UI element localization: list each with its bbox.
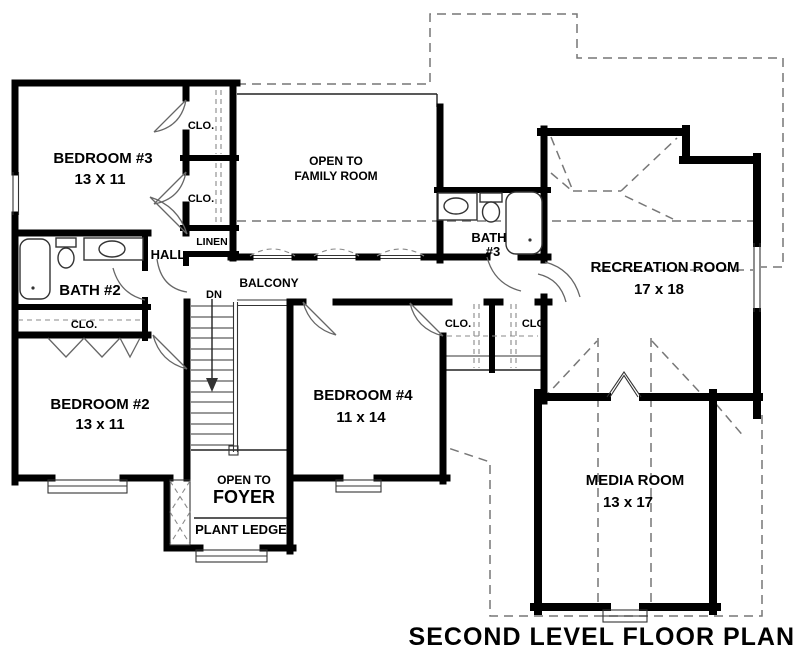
chase (169, 479, 191, 546)
down-label: DN (206, 289, 222, 301)
media-window (602, 609, 648, 623)
open-family-line2-label: FAMILY ROOM (294, 169, 377, 183)
recreation-dims-label: 17 x 18 (634, 281, 684, 298)
media-double-door (606, 371, 642, 398)
bathtub-icon (19, 238, 51, 300)
closet-label: CLO. (522, 318, 548, 330)
hall-label: HALL (151, 247, 186, 262)
recreation-label: RECREATION ROOM (591, 259, 740, 276)
fixtures (19, 191, 543, 300)
foyer-window (195, 549, 268, 563)
stair-newel (228, 445, 239, 456)
toilet-tank-icon (55, 237, 77, 248)
stair-arrowhead-icon (206, 378, 218, 392)
open-foyer-line1-label: OPEN TO (217, 473, 271, 487)
bedroom4-label: BEDROOM #4 (313, 387, 413, 404)
balcony-label: BALCONY (239, 276, 298, 290)
bedroom3-window (12, 172, 20, 215)
bath2-fixtures (19, 237, 144, 300)
closet-label: CLO. (71, 319, 97, 331)
windows (12, 172, 761, 623)
plan-title: SECOND LEVEL FLOOR PLAN (409, 623, 795, 651)
media-label: MEDIA ROOM (586, 472, 685, 489)
toilet-bowl-icon (481, 201, 501, 223)
bedroom3-label: BEDROOM #3 (53, 150, 152, 167)
closet-label: CLO. (188, 120, 214, 132)
bath3-fixtures (437, 191, 543, 255)
doors (47, 99, 642, 398)
closet-label: CLO. (445, 318, 471, 330)
sink-icon (443, 197, 469, 215)
labels: BEDROOM #3 13 X 11 CLO. CLO. OPEN TO FAM… (50, 120, 795, 651)
plant-ledge-label: PLANT LEDGE (195, 522, 287, 537)
open-family-line1-label: OPEN TO (309, 154, 363, 168)
walls (11, 79, 763, 615)
bifold-doors (47, 337, 141, 359)
bath3-line1-label: BATH (471, 230, 506, 245)
sink-icon (98, 240, 126, 258)
stairs (191, 299, 239, 456)
bath2-label: BATH #2 (59, 282, 120, 299)
bedroom3-dims-label: 13 X 11 (75, 171, 126, 188)
open-foyer-line2-label: FOYER (213, 487, 275, 507)
bedroom4-dims-label: 11 x 14 (336, 409, 386, 426)
roof-outline-dashed (237, 13, 784, 617)
balcony-arches (249, 248, 425, 257)
bedroom2-window (47, 479, 128, 494)
bedroom2-dims-label: 13 x 11 (75, 416, 124, 433)
linen-label: LINEN (196, 236, 228, 248)
toilet-bowl-icon (57, 247, 75, 269)
bedroom2-label: BEDROOM #2 (50, 396, 149, 413)
toilet-tank-icon (479, 192, 503, 203)
bath3-line2-label: #3 (486, 244, 500, 259)
stair-handrail (232, 302, 239, 452)
bathtub-icon (505, 191, 543, 255)
closet-details (18, 90, 538, 546)
closet-label: CLO. (188, 193, 214, 205)
media-dims-label: 13 x 17 (603, 494, 653, 511)
bedroom4-window (335, 479, 382, 493)
recreation-window (753, 243, 761, 312)
